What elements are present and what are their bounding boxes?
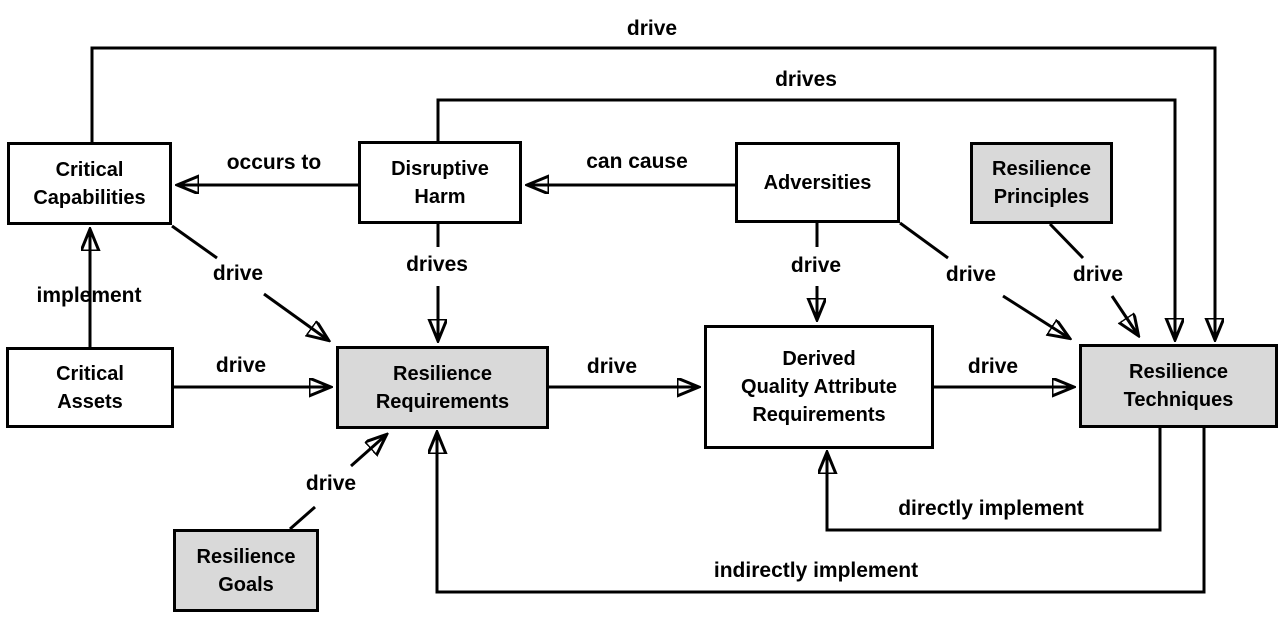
edge-label-drive-rr-dqar: drive <box>586 355 638 378</box>
edge-label-drive-cc-rr: drive <box>212 262 264 285</box>
edge-rp-drive-rt-seg1 <box>1048 222 1085 260</box>
node-resilience-techniques: Resilience Techniques <box>1079 344 1278 428</box>
node-resilience-principles: Resilience Principles <box>970 142 1113 224</box>
edge-rg-drive-rr-seg1 <box>289 505 316 531</box>
edge-adv-drive-rt-seg1 <box>899 221 949 260</box>
edge-label-drives-top: drives <box>775 68 837 91</box>
edge-label-drive-rp-rt: drive <box>1072 263 1124 286</box>
edge-rp-drive-rt-seg2 <box>1110 295 1138 335</box>
node-derived-quality-attribute-requirements: Derived Quality Attribute Requirements <box>704 325 934 449</box>
edge-rg-drive-rr-seg2 <box>350 435 386 468</box>
node-adversities: Adversities <box>735 142 900 223</box>
node-critical-capabilities: Critical Capabilities <box>7 142 172 225</box>
node-resilience-requirements: Resilience Requirements <box>336 346 549 429</box>
edge-label-can-cause: can cause <box>586 150 688 173</box>
edge-label-drive-dqar-rt: drive <box>967 355 1019 378</box>
edge-adv-drive-rt-seg2 <box>1002 294 1069 338</box>
edge-label-drives-dh-rr: drives <box>406 253 468 276</box>
node-resilience-goals: Resilience Goals <box>173 529 319 612</box>
node-critical-assets: Critical Assets <box>6 347 174 428</box>
edge-label-occurs-to: occurs to <box>226 151 322 174</box>
edge-label-implement: implement <box>36 284 142 307</box>
edge-label-drive-ca-rr: drive <box>215 354 267 377</box>
edge-label-drive-adv-dqar: drive <box>790 254 842 277</box>
edge-label-drive-adv-rt: drive <box>945 263 997 286</box>
node-disruptive-harm: Disruptive Harm <box>358 141 522 224</box>
edge-cc-drive-rr-seg2 <box>263 292 328 340</box>
edge-label-drive-rg-rr: drive <box>305 472 357 495</box>
edge-label-drive-top: drive <box>626 17 678 40</box>
edge-label-directly-implement: directly implement <box>898 497 1084 520</box>
edge-label-indirectly-implement: indirectly implement <box>713 559 919 582</box>
edge-cc-drive-rr-seg1 <box>171 224 218 260</box>
